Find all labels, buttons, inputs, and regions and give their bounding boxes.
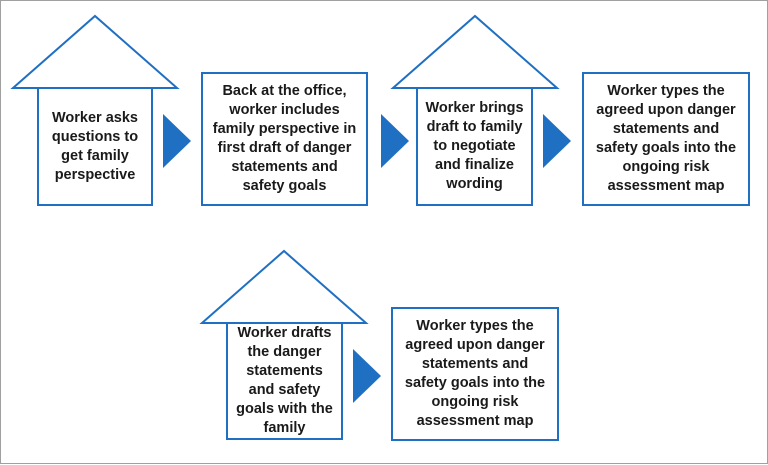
house-roof bbox=[10, 14, 180, 89]
step-2-text: Back at the office, worker includes fami… bbox=[212, 83, 357, 194]
house-step-1 bbox=[10, 14, 180, 206]
house-body bbox=[226, 322, 343, 440]
house-step-5 bbox=[199, 249, 369, 440]
house-step-3 bbox=[390, 14, 560, 206]
step-3-text: Worker brings draft to family to negotia… bbox=[425, 100, 524, 192]
step-1-text: Worker asks questions to get family pers… bbox=[51, 109, 139, 183]
arrow-right-icon bbox=[353, 349, 381, 403]
house-body bbox=[416, 87, 533, 206]
house-roof bbox=[199, 249, 369, 324]
arrow-right-icon bbox=[543, 114, 571, 168]
box-step-4 bbox=[582, 72, 750, 206]
arrow-right-icon bbox=[381, 114, 409, 168]
step-4-text: Worker types the agreed upon danger stat… bbox=[595, 83, 737, 194]
house-body bbox=[37, 87, 153, 206]
step-5-text: Worker drafts the danger statements and … bbox=[236, 325, 333, 436]
box-step-2 bbox=[201, 72, 368, 206]
box-step-6 bbox=[391, 307, 559, 441]
arrow-right-icon bbox=[163, 114, 191, 168]
house-roof bbox=[390, 14, 560, 89]
step-6-text: Worker types the agreed upon danger stat… bbox=[404, 318, 546, 429]
